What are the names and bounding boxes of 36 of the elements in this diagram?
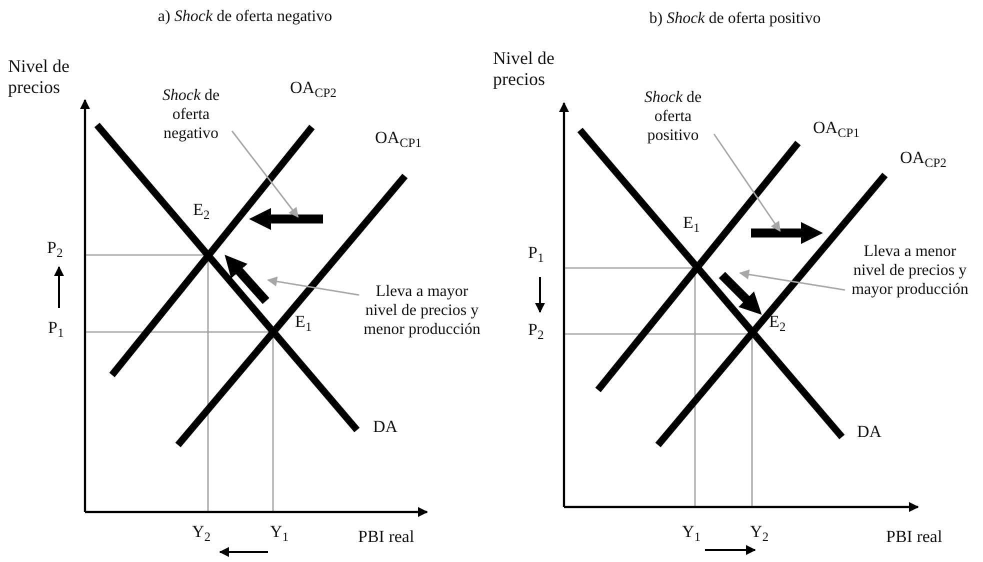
annotation-text: Shock de oferta negativo: [152, 86, 230, 144]
curve-label: DA: [373, 417, 398, 437]
axis-tick-label: P$_{2}$: [528, 320, 544, 340]
shift-arrow: [224, 254, 270, 304]
axis-tick-label: Y$_{2}$: [750, 522, 769, 542]
curve-label: OA$_{CP2}$: [900, 148, 947, 168]
panel-title: b) Shock de oferta positivo: [649, 10, 821, 28]
axis-tick-label: Y$_{1}$: [270, 522, 289, 542]
panel-title: a) Shock de oferta negativo: [158, 8, 332, 26]
axis-label: PBI real: [358, 527, 414, 547]
leader-line: [713, 134, 781, 232]
point-label: E$_{2}$: [769, 312, 786, 332]
point-label: E$_{2}$: [193, 200, 210, 220]
annotation-text: Lleva a menor nivel de precios y mayor producción: [847, 242, 973, 300]
leader-line: [739, 270, 846, 291]
axis-tick-label: P$_{1}$: [528, 243, 544, 263]
shift-arrow: [249, 208, 323, 230]
shift-arrow: [751, 222, 823, 244]
annotation-text: Lleva a mayor nivel de precios y menor producción: [361, 282, 483, 340]
leader-line: [231, 130, 299, 218]
axis-tick-label: P$_{2}$: [47, 238, 63, 258]
curve-label: OA$_{CP2}$: [290, 78, 337, 98]
axis-tick-label: Y$_{2}$: [192, 522, 211, 542]
axis-tick-label: P$_{1}$: [48, 318, 64, 338]
axis-tick-label: Y$_{1}$: [682, 522, 701, 542]
axis-label: PBI real: [886, 527, 942, 547]
point-label: E$_{1}$: [295, 312, 312, 332]
curve-label: OA$_{CP1}$: [813, 118, 860, 138]
point-label: E$_{1}$: [683, 213, 700, 233]
curve-label: OA$_{CP1}$: [375, 128, 422, 148]
leader-line: [267, 276, 360, 296]
axis-label: Nivel de precios: [493, 48, 556, 90]
shift-arrow: [718, 272, 762, 315]
curve-label: DA: [857, 422, 882, 442]
axis-label: Nivel de precios: [8, 56, 70, 98]
annotation-text: Shock de oferta positivo: [634, 88, 712, 146]
